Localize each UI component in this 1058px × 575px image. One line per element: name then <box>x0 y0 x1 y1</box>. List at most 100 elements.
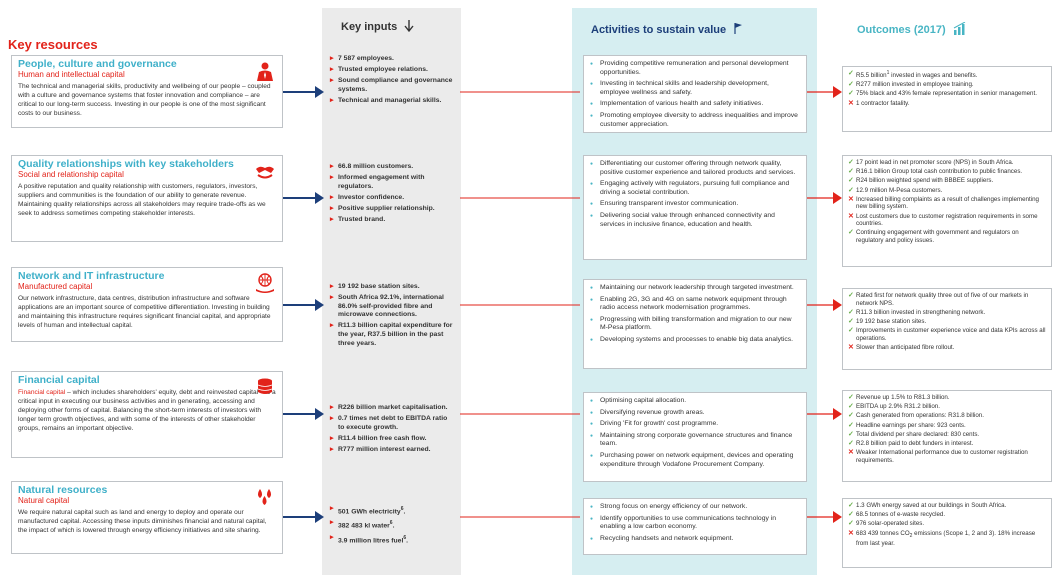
outcome-text-cont: invested in wages and benefits. <box>889 72 978 80</box>
outcomes-stakeholders: ✓17 point lead in net promoter score (NP… <box>842 155 1052 267</box>
arrow-right-icon <box>315 192 324 204</box>
outcome-text: 68.5 tonnes of e-waste recycled. <box>856 511 946 519</box>
activities-stakeholders: Differentiating our customer offering th… <box>583 155 807 260</box>
activity-item: Identify opportunities to use communicat… <box>590 515 800 532</box>
key-input-text: 382 483 kl water <box>338 522 390 530</box>
footnote-marker: 6 <box>389 520 393 527</box>
bar-chart-icon <box>953 21 965 35</box>
checkmark-icon: ✓ <box>848 177 854 185</box>
outcome-text: EBITDA up 2.9% R31.2 billion. <box>856 403 940 411</box>
key-input-item: 382 483 kl water6. <box>330 519 455 531</box>
outcome-text: 1 contractor fatality. <box>856 99 910 107</box>
key-input-item: Positive supplier relationship. <box>330 205 455 214</box>
key-inputs-natural: 501 GWh electricity6.382 483 kl water6.3… <box>330 505 455 548</box>
cross-icon: ✕ <box>848 529 854 537</box>
resource-card-network: Network and IT infrastructure Manufactur… <box>11 267 283 342</box>
checkmark-icon: ✓ <box>848 229 854 237</box>
outcome-item: ✓Headline earnings per share: 923 cents. <box>848 422 1046 430</box>
outcome-item: ✓Revenue up 1.5% to R81.3 billion. <box>848 394 1046 402</box>
activities-network: Maintaining our network leadership throu… <box>583 279 807 369</box>
key-input-item: Trusted employee relations. <box>330 66 455 75</box>
outcome-item: ✓R277 million invested in employee train… <box>848 81 1046 89</box>
resource-description: A positive reputation and quality relati… <box>18 183 266 217</box>
checkmark-icon: ✓ <box>848 168 854 176</box>
flag-icon <box>734 23 743 34</box>
arrow-right-icon <box>833 299 842 311</box>
outcome-item: ✓19 192 base station sites. <box>848 318 1046 326</box>
outcome-text: Lost customers due to customer registrat… <box>856 212 1038 228</box>
globe-hand-icon <box>256 273 274 293</box>
activities-financial: Optimising capital allocation. Diversifyi… <box>583 392 807 482</box>
resource-description: Financial capital – which includes share… <box>18 388 276 433</box>
checkmark-icon: ✓ <box>848 159 854 166</box>
outcome-text: Improvements in customer experience voic… <box>856 327 1046 342</box>
outcome-text: Headline earnings per share: 923 cents. <box>856 421 966 429</box>
activities-natural: Strong focus on energy efficiency of our… <box>583 498 807 555</box>
key-input-text: 3.9 million litres fuel <box>338 536 404 544</box>
outcome-item: ✕683 439 tonnes CO2 emissions (Scope 1, … <box>848 530 1046 548</box>
activities-heading: Activities to sustain value <box>591 22 743 36</box>
resource-title: Quality relationships with key stakehold… <box>18 158 234 170</box>
arrow-right-icon <box>315 408 324 420</box>
arrow-right-icon <box>833 86 842 98</box>
key-input-item: Technical and managerial skills. <box>330 97 455 106</box>
outcome-text: R16.1 billion Group total cash contribut… <box>856 168 1023 176</box>
arrow-right-icon <box>315 299 324 311</box>
footnote-marker: 1 <box>886 70 890 76</box>
key-input-item: R11.4 billion free cash flow. <box>330 435 455 444</box>
outcome-item: ✓17 point lead in net promoter score (NP… <box>848 159 1046 167</box>
resource-card-financial: Financial capital Financial capital – wh… <box>11 371 283 458</box>
cross-icon: ✕ <box>848 195 854 203</box>
key-input-text: 501 GWh electricity <box>338 508 401 516</box>
activity-item: Progressing with billing transformation … <box>590 316 800 333</box>
activity-item: Maintaining strong corporate governance … <box>590 432 800 449</box>
drops-icon <box>258 489 271 505</box>
key-inputs-network: 19 192 base station sites. South Africa 9… <box>330 283 455 351</box>
resource-description: The technical and managerial skills, pro… <box>18 83 271 117</box>
outcome-item: ✕Weaker International performance due to… <box>848 449 1046 464</box>
outcome-text: R5.5 billion <box>856 72 887 80</box>
outcome-item: ✓Cash generated from operations: R31.8 b… <box>848 412 1046 420</box>
resource-subtitle-inline: Financial capital <box>18 389 66 396</box>
activities-people: Providing competitive remuneration and p… <box>583 55 807 133</box>
activity-item: Promoting employee diversity to address … <box>590 112 800 129</box>
checkmark-icon: ✓ <box>848 511 854 519</box>
outcome-text: 12.9 million M-Pesa customers. <box>856 186 943 194</box>
outcome-item: ✓Improvements in customer experience voi… <box>848 327 1046 342</box>
activity-item: Implementation of various health and saf… <box>590 100 800 109</box>
outcome-text: 75% black and 43% female representation … <box>856 90 1037 98</box>
cross-icon: ✕ <box>848 212 854 220</box>
activity-item: Investing in technical skills and leader… <box>590 80 800 97</box>
activity-item: Enabling 2G, 3G and 4G on same network e… <box>590 296 800 313</box>
checkmark-icon: ✓ <box>848 81 854 89</box>
arrow-right-icon <box>833 192 842 204</box>
outcome-item: ✓1.3 GWh energy saved at our buildings i… <box>848 502 1046 510</box>
checkmark-icon: ✓ <box>848 412 854 420</box>
activity-item: Diversifying revenue growth areas. <box>590 409 800 418</box>
footnote-marker: 6 <box>403 534 407 541</box>
outcome-item: ✓Total dividend per share declared: 830 … <box>848 431 1046 439</box>
activity-item: Driving 'Fit for growth' cost programme. <box>590 420 800 429</box>
key-input-item: 0.7 times net debt to EBITDA ratio to ex… <box>330 415 455 432</box>
checkmark-icon: ✓ <box>848 292 854 299</box>
key-input-item: 501 GWh electricity6. <box>330 505 455 517</box>
resource-description: We require natural capital such as land … <box>18 509 267 534</box>
activity-item: Optimising capital allocation. <box>590 397 800 406</box>
arrow-down-icon <box>404 20 414 33</box>
outcome-text: Revenue up 1.5% to R81.3 billion. <box>856 394 950 401</box>
outcome-item: ✕Increased billing complaints as a resul… <box>848 196 1046 211</box>
key-inputs-stakeholders: 66.8 million customers.Informed engageme… <box>330 163 455 227</box>
checkmark-icon: ✓ <box>848 317 854 325</box>
key-input-item: 19 192 base station sites. <box>330 283 455 292</box>
resource-title: Financial capital <box>18 374 100 386</box>
cross-icon: ✕ <box>848 343 854 351</box>
key-input-item: R11.3 billion capital expenditure for th… <box>330 322 455 348</box>
outcome-text: 683 439 tonnes CO <box>856 529 910 537</box>
resource-subtitle: Manufactured capital <box>18 282 93 291</box>
resource-title: Natural resources <box>18 484 108 496</box>
outcome-text: Slower than anticipated fibre rollout. <box>856 343 955 351</box>
key-input-item: South Africa 92.1%, international 86.0% … <box>330 294 455 320</box>
resource-card-natural: Natural resources Natural capital We req… <box>11 481 283 554</box>
key-inputs-people: 7 587 employees.Trusted employee relatio… <box>330 55 455 108</box>
